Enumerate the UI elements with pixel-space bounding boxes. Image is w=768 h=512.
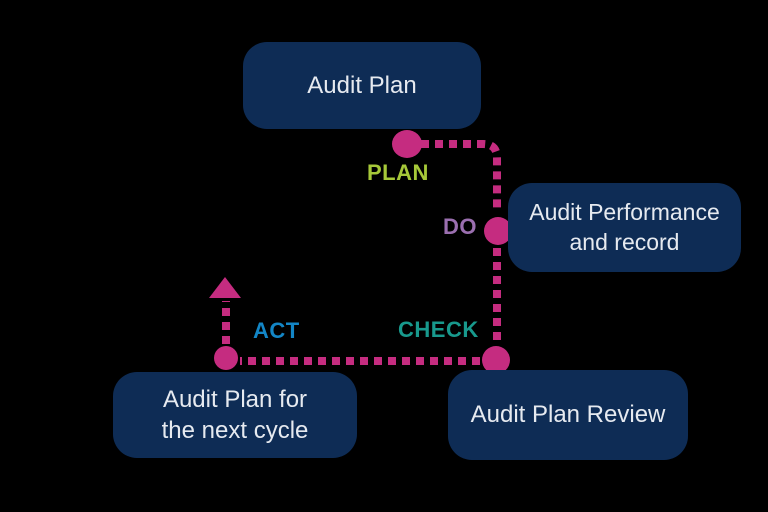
- check-node-dot: [482, 346, 510, 374]
- next-cycle-arrowhead-icon: [209, 277, 241, 298]
- node-audit-performance: Audit Performance and record: [508, 183, 741, 272]
- node-audit-next-cycle: Audit Plan for the next cycle: [113, 372, 357, 458]
- node-audit-plan: Audit Plan: [243, 42, 481, 129]
- step-label-plan: PLAN: [367, 160, 429, 185]
- node-audit-plan-label: Audit Plan: [307, 71, 417, 99]
- do-node-dot: [484, 217, 512, 245]
- act-node-dot: [214, 346, 238, 370]
- connector-plan-to-do: [421, 140, 501, 213]
- node-audit-plan-review: Audit Plan Review: [448, 370, 688, 460]
- node-audit-plan-review-label: Audit Plan Review: [470, 401, 666, 429]
- node-audit-performance-label: Audit Performance and record: [529, 198, 720, 255]
- plan-node-dot: [392, 130, 422, 158]
- step-label-do: DO: [443, 214, 477, 239]
- step-label-check: CHECK: [398, 317, 479, 342]
- node-audit-next-cycle-label: Audit Plan for the next cycle: [161, 385, 309, 444]
- step-label-act: ACT: [253, 318, 300, 343]
